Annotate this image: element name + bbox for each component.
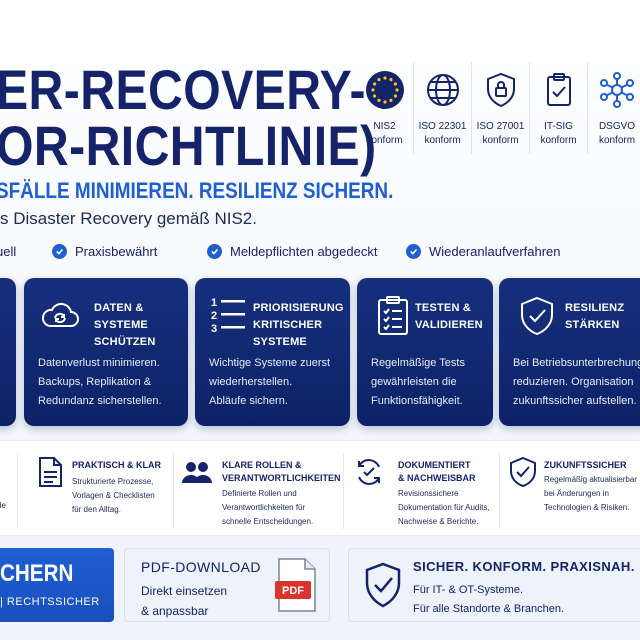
shield-lock-icon bbox=[486, 72, 515, 108]
badge-status: konform bbox=[540, 135, 577, 146]
compliance-badges: NIS2 konform ISO 22301 konform ISO 27001… bbox=[356, 62, 640, 162]
card-body: Datenverlust minimieren.Backups, Replika… bbox=[38, 357, 162, 407]
shield-check-icon bbox=[365, 562, 401, 608]
pdf-title: PDF-DOWNLOAD bbox=[141, 559, 261, 575]
feature-title: PRAKTISCH & KLAR bbox=[72, 460, 161, 470]
feature-documented: DOKUMENTIERT& NACHWEISBAR Revisionssiche… bbox=[352, 453, 500, 529]
feature-body: Strukturierte Prozesse,Vorlagen & Checkl… bbox=[72, 477, 155, 514]
check-icon bbox=[207, 244, 222, 259]
feature-practical: PRAKTISCH & KLAR Strukturierte Prozesse,… bbox=[34, 453, 174, 529]
feature-partial: lle bbox=[0, 453, 18, 529]
secure-title: SICHER. KONFORM. PRAXISNAH. bbox=[413, 559, 635, 574]
pdf-file-icon[interactable]: PDF bbox=[275, 557, 319, 613]
cloud-sync-icon bbox=[41, 302, 79, 327]
feature-title: KLARE ROLLEN &VERANTWORTLICHKEITEN bbox=[222, 460, 341, 483]
svg-text:1: 1 bbox=[211, 297, 217, 309]
svg-text:2: 2 bbox=[211, 310, 217, 322]
document-icon bbox=[39, 457, 62, 487]
numbered-list-icon: 1 2 3 bbox=[211, 297, 245, 335]
checks-row: uell Praxisbewährt Meldepflichten abgede… bbox=[0, 244, 640, 264]
badge-label: DSGVO bbox=[598, 121, 636, 132]
badge-iso27001: ISO 27001 konform bbox=[472, 62, 530, 154]
pdf-description: Direkt einsetzen& anpassbar bbox=[141, 584, 228, 618]
eu-stars-icon bbox=[365, 71, 404, 109]
badge-status: konform bbox=[424, 135, 461, 146]
badge-itsig: IT-SIG konform bbox=[530, 62, 588, 154]
shield-check-icon bbox=[521, 296, 553, 336]
check-item: Wiederanlaufverfahren bbox=[406, 244, 561, 259]
badge-dsgvo: DSGVO konform bbox=[588, 62, 640, 154]
badge-status: konform bbox=[366, 135, 403, 146]
feature-row: lle PRAKTISCH & KLAR Strukturierte Proze… bbox=[0, 440, 640, 536]
badge-label: ISO 27001 bbox=[476, 121, 525, 132]
cta-title: CHERN bbox=[0, 560, 74, 587]
people-icon bbox=[182, 462, 212, 483]
pdf-badge-label: PDF bbox=[282, 585, 304, 597]
check-item: Praxisbewährt bbox=[52, 244, 157, 259]
badge-label: NIS2 bbox=[373, 121, 396, 132]
pdf-download-box[interactable]: PDF-DOWNLOAD Direkt einsetzen& anpassbar… bbox=[124, 548, 330, 622]
check-item: uell bbox=[0, 244, 16, 259]
badge-iso22301: ISO 22301 konform bbox=[414, 62, 472, 154]
shield-check-outline-icon bbox=[510, 456, 536, 488]
check-icon bbox=[406, 244, 421, 259]
subtitle: s Disaster Recovery gemäß NIS2. bbox=[0, 209, 257, 228]
check-label: Praxisbewährt bbox=[75, 244, 158, 259]
network-icon bbox=[600, 72, 634, 108]
page-title-line1: ER-RECOVERY- bbox=[0, 58, 366, 121]
card-body: Bei Betriebsunterbrechungenreduzieren. O… bbox=[513, 357, 640, 407]
sync-check-icon bbox=[358, 459, 380, 485]
checklist-icon bbox=[378, 296, 408, 335]
card-partial bbox=[0, 278, 16, 426]
secure-info-box: SICHER. KONFORM. PRAXISNAH. Für IT- & OT… bbox=[348, 548, 640, 622]
card-title: TESTEN &VALIDIEREN bbox=[415, 302, 483, 331]
feature-roles: KLARE ROLLEN &VERANTWORTLICHKEITEN Defin… bbox=[180, 453, 344, 529]
feature-futureproof: ZUKUNFTSSICHER Regelmäßig aktualisierbar… bbox=[506, 453, 640, 529]
check-label: Wiederanlaufverfahren bbox=[429, 244, 561, 259]
clipboard-check-icon bbox=[546, 73, 571, 106]
page-title-line2: OR-RICHTLINIE) bbox=[0, 114, 377, 177]
check-icon bbox=[52, 244, 67, 259]
feature-title: ZUKUNFTSSICHER bbox=[544, 460, 627, 470]
badge-nis2: NIS2 konform bbox=[356, 62, 414, 154]
cta-subtitle: | RECHTSSICHER bbox=[0, 596, 100, 608]
feature-title: DOKUMENTIERT& NACHWEISBAR bbox=[398, 460, 476, 483]
check-label: uell bbox=[0, 244, 17, 259]
check-item: Meldepflichten abgedeckt bbox=[207, 244, 377, 259]
svg-text:3: 3 bbox=[211, 323, 217, 335]
cta-button[interactable]: CHERN | RECHTSSICHER bbox=[0, 548, 114, 622]
tagline: SFÄLLE MINIMIEREN. RESILIENZ SICHERN. bbox=[0, 178, 394, 203]
badge-status: konform bbox=[482, 135, 519, 146]
badge-status: konform bbox=[598, 135, 636, 146]
badge-label: IT-SIG bbox=[544, 121, 573, 132]
check-label: Meldepflichten abgedeckt bbox=[230, 244, 378, 259]
secure-description: Für IT- & OT-Systeme.Für alle Standorte … bbox=[413, 584, 565, 615]
globe-icon bbox=[426, 74, 459, 106]
badge-label: ISO 22301 bbox=[418, 121, 467, 132]
